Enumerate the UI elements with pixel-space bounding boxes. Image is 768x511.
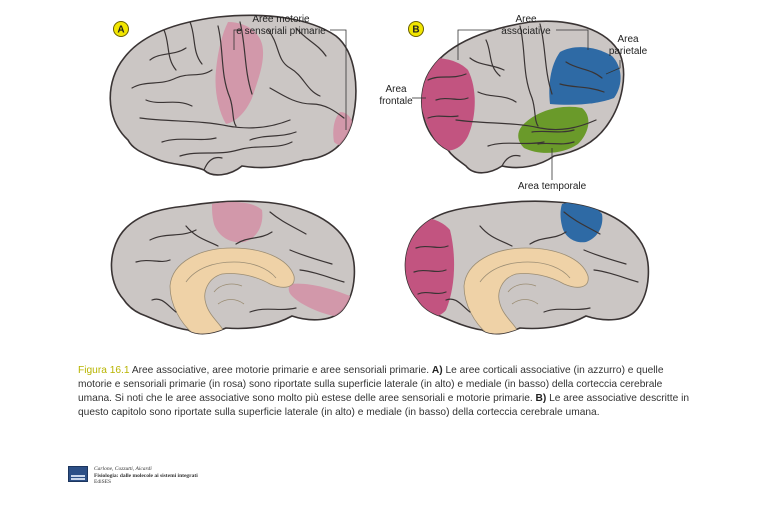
brain-b-lateral (420, 20, 625, 174)
caption-marker-b: B) (535, 393, 547, 404)
label-frontal-line2: frontale (379, 96, 413, 107)
label-temporal: Area temporale (518, 181, 587, 192)
caption-part3: Le aree associative descritte in questo … (78, 393, 689, 418)
medial-frontal-association-area (405, 217, 455, 317)
caption-part2: Le aree corticali associative (in azzurr… (78, 365, 664, 404)
publisher-logo-icon (68, 466, 88, 482)
book-title: Fisiologia: dalle molecole ai sistemi in… (94, 472, 198, 479)
label-parietal-line2: parietale (609, 46, 648, 57)
label-frontal-line1: Area (385, 84, 407, 95)
label-associative-line1: Aree (515, 14, 537, 25)
medial-parietal-association-area (560, 202, 603, 243)
book-authors: Carlone, Cozzutti, Aicardi (94, 466, 152, 472)
leader-parietal (605, 60, 621, 75)
brain-figure: A B Aree motorie e sensoriali primarie (109, 14, 650, 335)
frontal-association-area (421, 58, 475, 151)
label-motor-sensory-line1: Aree motorie (252, 14, 310, 25)
caption-marker-a: A) (431, 365, 443, 376)
label-associative-line2: associative (501, 26, 551, 37)
panel-b-badge: B (408, 21, 424, 37)
book-publisher: EdiSES (94, 479, 112, 485)
medial-visual-area (288, 283, 350, 316)
brain-a-medial (110, 200, 356, 335)
svg-text:A: A (117, 25, 124, 36)
figure-caption: Figura 16.1 Aree associative, aree motor… (78, 364, 698, 420)
book-reference: Carlone, Cozzutti, Aicardi Fisiologia: d… (68, 466, 198, 486)
figure-label: Figura 16.1 (78, 365, 130, 376)
brain-a-lateral (109, 14, 357, 176)
caption-part1: Aree associative, aree motorie primarie … (129, 365, 432, 376)
parietal-association-area (549, 47, 621, 105)
label-motor-sensory-line2: e sensoriali primarie (236, 26, 326, 37)
panel-a-badge: A (113, 21, 129, 37)
svg-text:B: B (412, 25, 419, 36)
medial-motor-sensory-area (212, 202, 263, 243)
label-parietal-line1: Area (617, 34, 639, 45)
leader-associative (457, 29, 589, 60)
brain-b-medial (404, 200, 650, 335)
primary-motor-sensory-area (215, 22, 264, 124)
leader-motor-sensory (233, 29, 347, 130)
